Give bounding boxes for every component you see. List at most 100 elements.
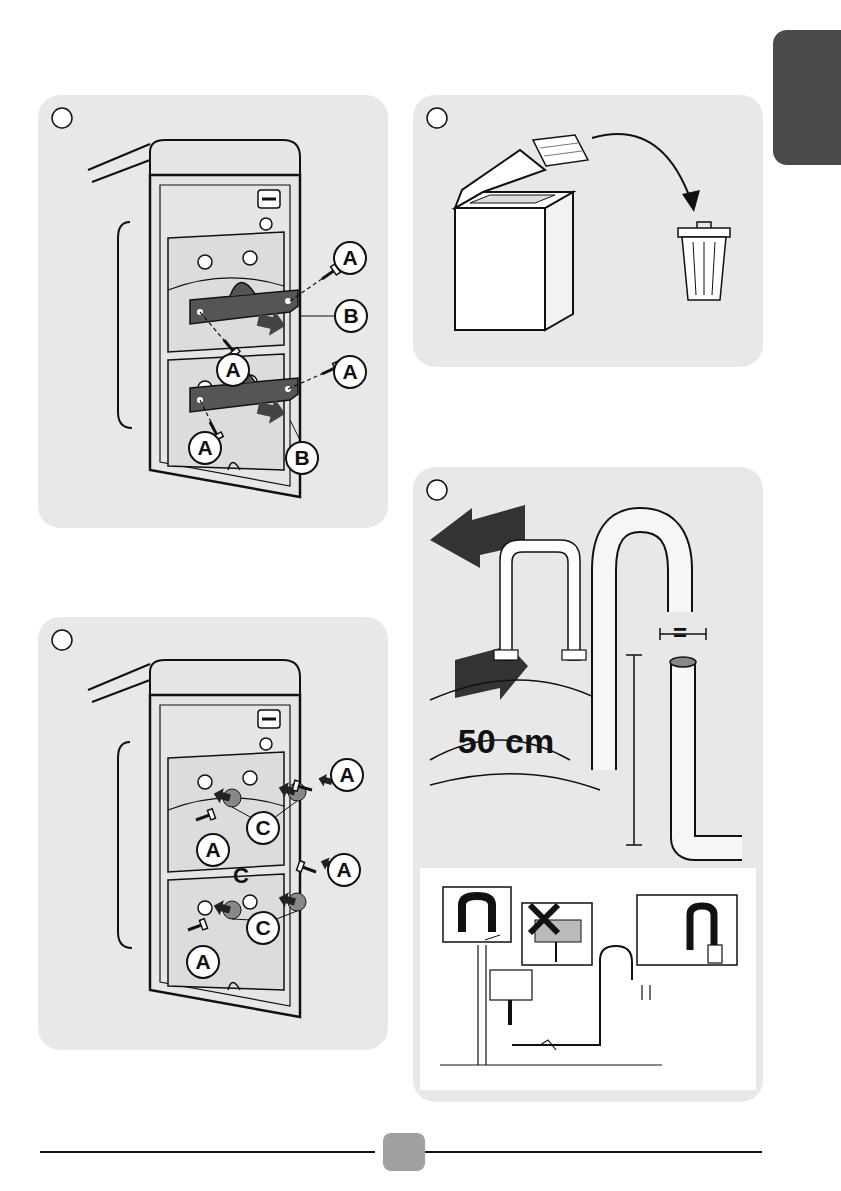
callout-letter: B	[294, 446, 309, 470]
panel-drain-hose	[440, 1064, 662, 1065]
page-footer	[383, 1133, 425, 1171]
callout-circle: A	[196, 833, 230, 867]
callout-circle: A	[333, 241, 367, 275]
panel-drain-hose	[420, 868, 756, 1090]
panel-insert-plugs	[52, 630, 72, 650]
callout-circle: A	[333, 355, 367, 389]
panel-drain-hose	[485, 935, 500, 940]
panel-discard-packaging	[455, 150, 545, 208]
panel-discard-packaging	[427, 108, 447, 128]
panel-drain-hose	[530, 905, 558, 933]
panel-drain-hose	[413, 467, 763, 1102]
panel-drain-hose	[443, 887, 511, 942]
panel-drain-hose	[427, 480, 447, 500]
panel-drain-hose	[555, 942, 557, 962]
panel-remove-brackets	[230, 282, 255, 296]
panel-discard-packaging	[455, 208, 545, 330]
panel-drain-hose	[604, 520, 680, 770]
panel-insert-plugs	[277, 890, 297, 909]
callout-letter: A	[342, 360, 357, 384]
panel-drain-hose	[478, 945, 486, 1065]
panel-discard-packaging	[592, 134, 690, 198]
part-label: 50 cm	[458, 722, 554, 761]
callout-circle: A	[186, 945, 220, 979]
callout-circle: C	[246, 811, 280, 845]
panel-drain-hose	[683, 662, 742, 848]
panel-remove-brackets	[88, 140, 300, 497]
callout-circle: A	[188, 431, 222, 465]
callout-letter: A	[195, 950, 210, 974]
panel-drain-hose	[670, 657, 696, 667]
part-label: C	[233, 863, 249, 889]
panel-insert-plugs	[212, 786, 232, 805]
panel-remove-brackets	[290, 276, 326, 301]
panel-insert-plugs	[38, 617, 388, 1050]
callout-circle: A	[216, 353, 250, 387]
callout-circle: A	[327, 853, 361, 887]
panel-drain-hose	[462, 896, 492, 932]
panel-drain-hose	[508, 1000, 512, 1025]
panel-drain-hose	[683, 662, 742, 848]
callout-circle: A	[330, 758, 364, 792]
panel-discard-packaging	[533, 135, 588, 166]
callout-letter: C	[255, 816, 270, 840]
panel-discard-packaging	[693, 242, 715, 295]
panel-drain-hose	[413, 467, 763, 1102]
panel-insert-plugs	[194, 809, 215, 825]
panel-insert-plugs	[186, 919, 207, 935]
panel-drain-hose	[690, 906, 714, 950]
panel-remove-brackets	[255, 395, 288, 426]
panel-drain-hose	[562, 650, 586, 660]
callout-letter: A	[225, 358, 240, 382]
callout-circle: B	[334, 299, 368, 333]
panel-remove-brackets	[190, 378, 298, 412]
panel-drain-hose	[522, 903, 592, 965]
callout-circle: C	[246, 911, 280, 945]
part-label: =	[673, 619, 687, 647]
panel-drain-hose	[490, 970, 532, 1000]
panel-remove-brackets	[52, 108, 72, 128]
panel-drain-hose	[455, 636, 528, 700]
panel-remove-brackets	[38, 95, 388, 528]
side-tab	[773, 30, 841, 165]
panel-insert-plugs	[88, 660, 300, 1017]
panel-discard-packaging	[413, 95, 763, 367]
panel-discard-packaging	[682, 190, 700, 212]
panel-discard-packaging	[413, 95, 763, 367]
panel-insert-plugs	[232, 801, 297, 920]
panel-drain-hose	[494, 650, 518, 660]
panel-remove-brackets	[290, 420, 300, 440]
panel-discard-packaging	[540, 143, 582, 156]
panel-discard-packaging	[470, 195, 555, 203]
callout-letter: A	[205, 838, 220, 862]
panel-discard-packaging	[697, 222, 711, 228]
panel-remove-brackets	[255, 307, 288, 338]
panel-remove-brackets	[288, 372, 326, 389]
side-tab	[773, 30, 841, 165]
callout-letter: A	[339, 763, 354, 787]
panel-insert-plugs	[212, 898, 232, 917]
panel-drain-hose	[430, 680, 600, 790]
panel-discard-packaging	[682, 237, 726, 300]
callout-circle: B	[285, 441, 319, 475]
callout-letter: A	[342, 246, 357, 270]
panel-drain-hose	[540, 1040, 556, 1050]
panel-remove-brackets	[300, 316, 334, 317]
callout-letter: C	[255, 916, 270, 940]
page-footer	[40, 1133, 762, 1171]
panel-discard-packaging	[545, 192, 573, 330]
panel-remove-brackets	[200, 312, 228, 345]
panel-drain-hose	[512, 946, 632, 1045]
panel-drain-hose	[642, 985, 650, 1000]
panel-discard-packaging	[678, 228, 730, 237]
callout-letter: B	[343, 304, 358, 328]
panel-drain-hose	[500, 540, 580, 660]
panel-drain-hose	[708, 945, 722, 963]
panel-remove-brackets	[38, 95, 388, 528]
panel-insert-plugs	[296, 861, 317, 877]
callout-letter: A	[336, 858, 351, 882]
panel-drain-hose	[604, 520, 680, 770]
callout-letter: A	[197, 436, 212, 460]
